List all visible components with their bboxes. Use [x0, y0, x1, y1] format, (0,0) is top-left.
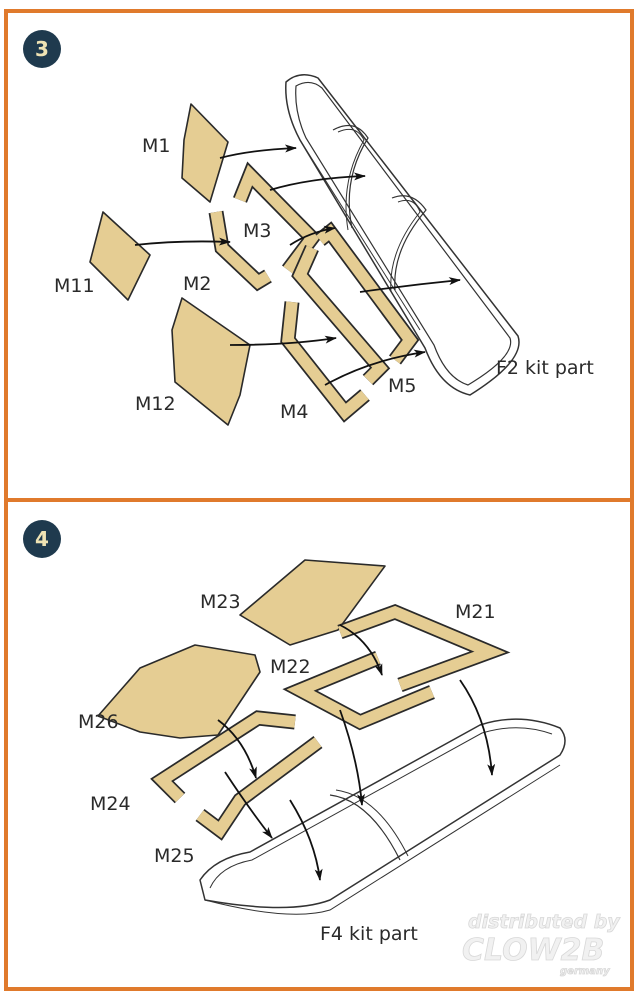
svg-text:germany: germany	[560, 966, 610, 977]
label-m12: M12	[135, 393, 176, 415]
arrow-icon	[339, 624, 383, 676]
mask-m23	[239, 559, 386, 646]
mask-m1	[181, 103, 229, 203]
f2-kit-part	[285, 74, 520, 396]
f4-kit-part	[199, 718, 566, 915]
label-m23: M23	[200, 591, 241, 613]
mask-m25	[195, 735, 323, 841]
arrow-icon	[459, 679, 496, 776]
mask-m4	[280, 244, 391, 423]
step-3-badge: 3	[23, 30, 61, 68]
mask-m26	[97, 644, 261, 739]
distributor-watermark: distributed by CLOW2B germany	[462, 911, 622, 978]
arrow-icon	[217, 719, 257, 779]
step-4-badge: 4	[23, 520, 61, 558]
label-m5: M5	[388, 375, 416, 397]
step-4-panel	[4, 498, 634, 991]
arrow-icon	[324, 349, 426, 386]
arrow-icon	[134, 237, 231, 246]
arrow-icon	[359, 277, 461, 293]
mask-m3	[233, 161, 322, 275]
mask-m21	[337, 603, 511, 693]
mask-m22	[282, 651, 435, 731]
arrow-icon	[339, 709, 366, 806]
mask-m24	[150, 710, 296, 804]
arrow-icon	[224, 771, 273, 839]
arrow-icon	[289, 799, 323, 881]
mask-m12	[171, 297, 251, 426]
mask-m5	[315, 221, 420, 365]
arrow-icon	[269, 172, 366, 191]
label-f2-kit-part: F2 kit part	[496, 357, 594, 379]
svg-text:CLOW2B: CLOW2B	[462, 933, 604, 968]
label-m2: M2	[183, 273, 211, 295]
arrow-icon	[289, 225, 336, 246]
label-m24: M24	[90, 793, 131, 815]
label-m3: M3	[243, 220, 271, 242]
svg-text:4: 4	[35, 527, 49, 551]
label-m26: M26	[78, 711, 119, 733]
svg-text:3: 3	[35, 37, 49, 61]
arrow-icon	[219, 144, 297, 159]
label-m4: M4	[280, 401, 308, 423]
label-m22: M22	[270, 656, 311, 678]
label-m25: M25	[154, 845, 195, 867]
label-f4-kit-part: F4 kit part	[320, 923, 418, 945]
label-m21: M21	[455, 601, 496, 623]
mask-m2	[208, 210, 272, 292]
label-m11: M11	[54, 275, 95, 297]
arrow-icon	[229, 335, 337, 346]
svg-text:distributed by: distributed by	[468, 911, 621, 933]
label-m1: M1	[142, 135, 170, 157]
mask-m11	[89, 211, 151, 301]
